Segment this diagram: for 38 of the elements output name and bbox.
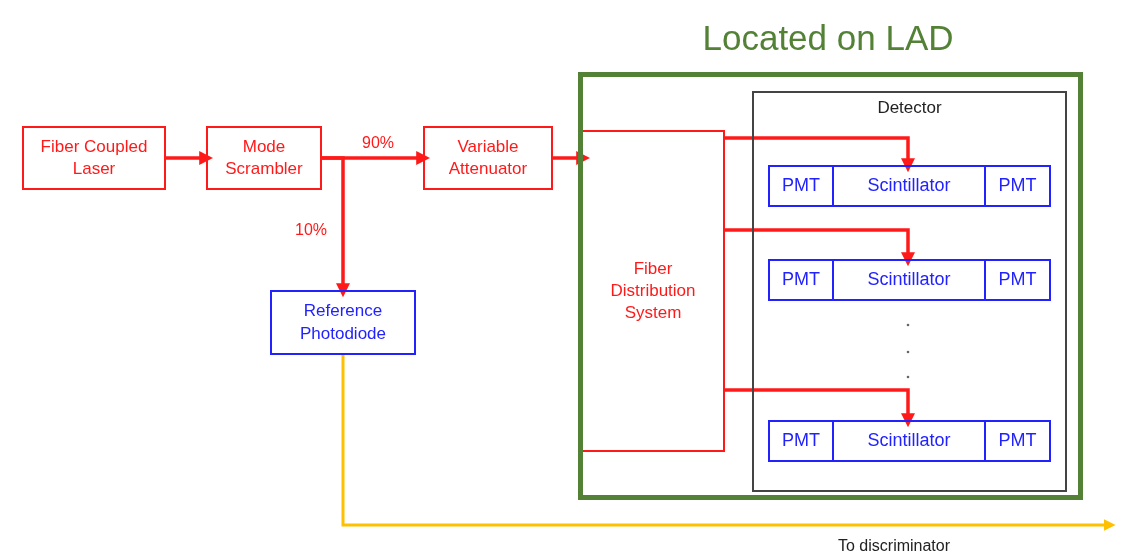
pmt-box xyxy=(984,165,1051,207)
arrow xyxy=(725,228,915,267)
box-label: PMT xyxy=(998,268,1037,292)
box-label: Scintillator xyxy=(867,174,951,198)
process-box xyxy=(22,126,166,190)
distribution-box xyxy=(583,130,725,452)
scintillator-box xyxy=(834,165,984,207)
box-label: PMT xyxy=(782,268,820,292)
arrow xyxy=(166,151,214,165)
process-box xyxy=(270,290,416,355)
pmt-box xyxy=(984,259,1051,301)
box-label: Reference Photodiode xyxy=(299,300,387,345)
box-label: Scintillator xyxy=(867,429,951,453)
pmt-box xyxy=(984,420,1051,462)
arrow xyxy=(553,151,591,165)
box-label: Mode Scrambler xyxy=(224,135,304,180)
box-label: Fiber Coupled Laser xyxy=(39,135,149,180)
scintillator-box xyxy=(834,259,984,301)
arrow xyxy=(341,355,1116,531)
box-label: PMT xyxy=(782,429,820,453)
arrow xyxy=(725,388,915,428)
detector-frame xyxy=(752,91,1067,492)
process-box xyxy=(206,126,322,190)
box-label: Fiber Distribution System xyxy=(609,257,697,325)
box-label: PMT xyxy=(998,429,1037,453)
pmt-box xyxy=(768,165,834,207)
box-label: PMT xyxy=(782,174,820,198)
box-label: Scintillator xyxy=(867,268,951,292)
scintillator-box xyxy=(834,420,984,462)
region-title: Located on LAD xyxy=(701,17,955,59)
arrow xyxy=(725,136,915,173)
box-label: Variable Attenuator xyxy=(447,135,529,180)
box-label: PMT xyxy=(998,174,1037,198)
pmt-box xyxy=(768,420,834,462)
frame-title: Detector xyxy=(876,97,943,119)
arrow xyxy=(322,156,350,298)
pmt-box xyxy=(768,259,834,301)
process-box xyxy=(423,126,553,190)
